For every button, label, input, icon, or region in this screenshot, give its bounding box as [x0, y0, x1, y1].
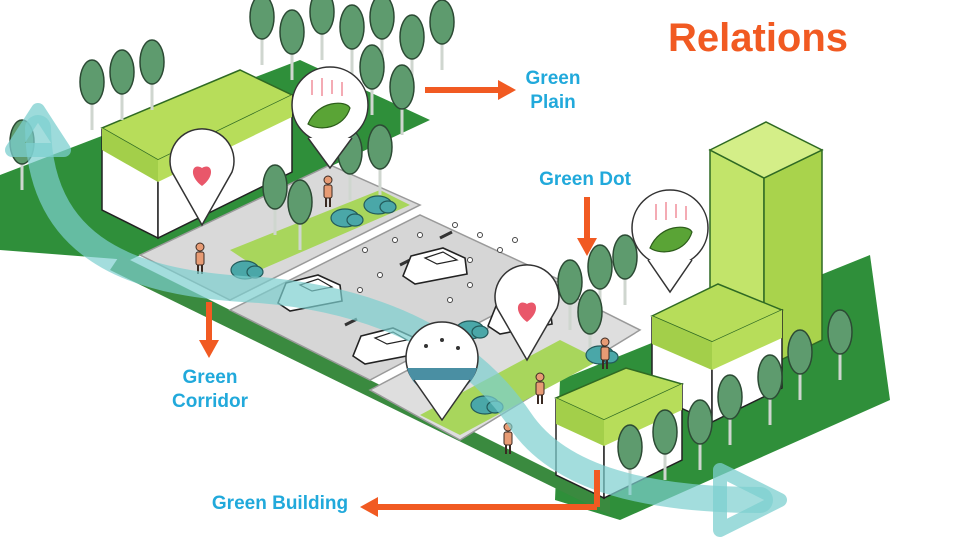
heart-icon [517, 302, 537, 322]
person-icon [535, 372, 545, 405]
leaf-icon [307, 102, 351, 129]
arrow-green-dot [577, 197, 597, 256]
corridor-arrowhead-start [5, 103, 71, 157]
grass-ground-center [110, 255, 610, 515]
label-green-plain: Green Plain [525, 68, 581, 113]
arrow-green-building [360, 470, 600, 517]
heart-icon [192, 166, 212, 186]
building-mid-roof-edge [652, 316, 712, 370]
water-callout [405, 321, 479, 422]
label-green-building: Green Building [211, 493, 349, 514]
building-mid-roof-edge2 [712, 310, 782, 370]
water-drop-icon [424, 338, 460, 350]
median-green [230, 190, 410, 270]
leaf-callout-top [291, 66, 369, 170]
building-small-roof-edge [556, 398, 604, 446]
leaf-callout-right [631, 189, 709, 294]
green-corridor-flow [25, 115, 773, 513]
heart-callout-left [169, 128, 235, 227]
building-left-roof-edge [102, 128, 158, 182]
tower-top [708, 121, 824, 179]
page-title: Relations [668, 16, 849, 60]
arrow-green-plain [425, 80, 516, 100]
leaf-icon [649, 226, 693, 253]
label-green-dot: Green Dot [539, 169, 631, 190]
corridor-arrowhead-end [713, 463, 787, 537]
arrow-green-corridor [199, 302, 219, 358]
label-green-corridor: Green Corridor [172, 367, 248, 412]
heart-callout-right [494, 264, 560, 362]
